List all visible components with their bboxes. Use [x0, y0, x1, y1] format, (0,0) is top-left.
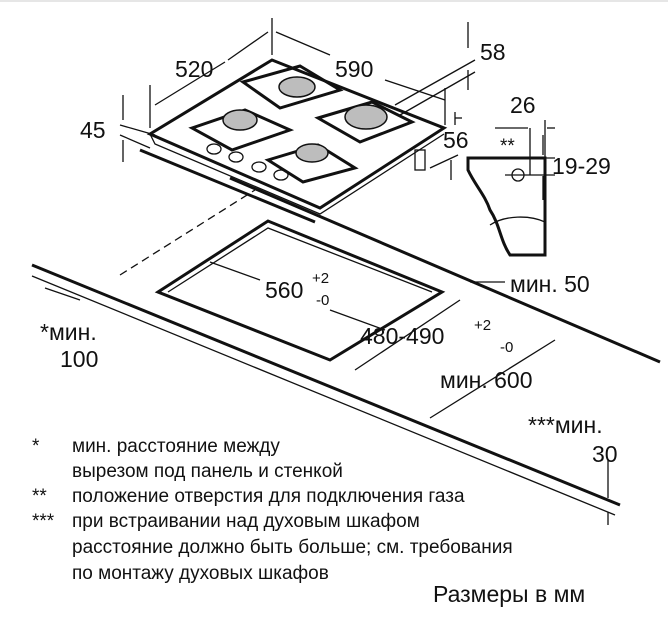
- min-oven-line2: 30: [592, 441, 618, 467]
- worktop: [31, 176, 661, 516]
- burner: [344, 104, 388, 130]
- dim-feet: 56: [443, 127, 469, 153]
- note-marker: ***: [32, 511, 55, 532]
- note-line: мин. расстояние между: [72, 436, 280, 457]
- note-marker: **: [32, 486, 47, 507]
- note-line: по монтажу духовых шкафов: [72, 563, 329, 584]
- dimension-lines: [44, 18, 609, 525]
- min-worktop-depth: мин. 600: [440, 367, 533, 393]
- dim-width: 590: [335, 56, 373, 82]
- cutout: [154, 219, 446, 362]
- hob-drawing: [139, 58, 448, 224]
- min-oven-line1: ***мин.: [528, 412, 603, 438]
- units-label: Размеры в мм: [433, 581, 585, 607]
- dim-cutout-width: 560: [265, 277, 303, 303]
- note-marker: *: [32, 436, 40, 457]
- cutout-depth-tol-plus: +2: [474, 317, 491, 334]
- min-wall-line2: 100: [60, 346, 98, 372]
- gas-connection-bracket: [466, 156, 547, 257]
- min-back-distance: мин. 50: [510, 271, 590, 297]
- note-line: положение отверстия для подключения газа: [72, 486, 465, 507]
- burner: [295, 143, 329, 163]
- dim-depth: 520: [175, 56, 213, 82]
- note-line: при встраивании над духовым шкафом: [72, 511, 420, 532]
- dim-gas-offset: 26: [510, 92, 536, 118]
- min-wall-line1: *мин.: [40, 319, 97, 345]
- note-line: вырезом под панель и стенкой: [72, 461, 343, 482]
- burner: [222, 109, 258, 131]
- dim-gas-height: 19-29: [552, 153, 611, 179]
- dim-thickness: 45: [80, 117, 106, 143]
- cutout-width-tol-minus: -0: [316, 292, 329, 309]
- note-line: расстояние должно быть больше; см. требо…: [72, 537, 513, 558]
- cutout-width-tol-plus: +2: [312, 270, 329, 287]
- cutout-depth-tol-minus: -0: [500, 339, 513, 356]
- dim-58: 58: [480, 39, 506, 65]
- gas-marker: **: [500, 136, 515, 157]
- burner: [278, 76, 316, 98]
- footnotes: * мин. расстояние между вырезом под пане…: [32, 436, 513, 584]
- dashed-guide: [119, 189, 256, 276]
- dim-cutout-depth: 480-490: [360, 323, 444, 349]
